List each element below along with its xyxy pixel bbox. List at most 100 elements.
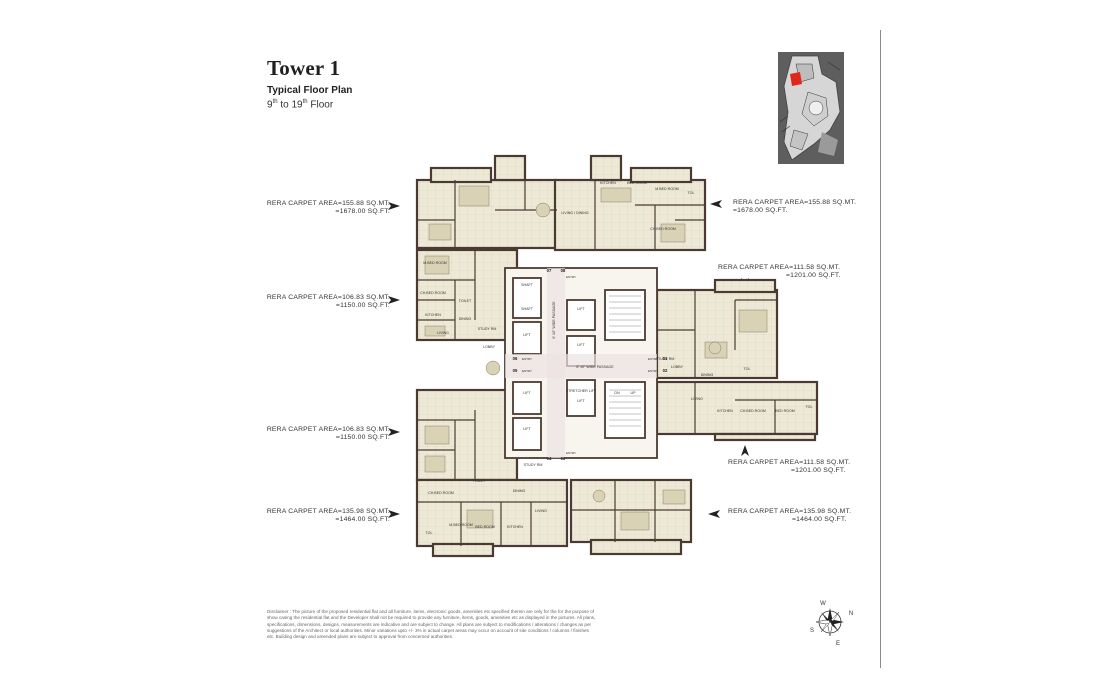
area-label-mid-right-top: RERA CARPET AREA=111.58 SQ.MT. =1201.00 … xyxy=(718,264,841,280)
area-label-bottom-right: RERA CARPET AREA=135.98 SQ.MT. =1464.00 … xyxy=(728,508,851,524)
compass-icon: W N S E xyxy=(810,601,853,647)
arrow-icon xyxy=(388,296,400,304)
unit-01 xyxy=(655,288,779,380)
area-sqft: =1678.00 SQ.FT. xyxy=(733,207,788,214)
stair-down: DN xyxy=(614,391,620,395)
room-lift: LIFT xyxy=(577,343,585,347)
room-child-bed: CH.BED ROOM xyxy=(428,491,454,495)
arrow-icon xyxy=(388,202,400,210)
room-master-bed: M.BED ROOM xyxy=(449,523,473,527)
unit-number-01: 01 xyxy=(663,356,668,361)
room-dining: DINING xyxy=(701,373,714,377)
divider-line xyxy=(880,30,881,668)
room-kitchen: KITCHEN xyxy=(507,525,523,529)
room-tol: TOL xyxy=(806,405,813,409)
area-sqft: =1201.00 SQ.FT. xyxy=(786,272,841,279)
room-tol: TOL xyxy=(426,531,433,535)
room-study: STUDY RM xyxy=(524,463,543,467)
passage-vertical-label: 6' 10" WIDE PASSAGE xyxy=(552,301,556,339)
room-living-dining: LIVING / DINING xyxy=(561,211,589,215)
unit-number-02: 02 xyxy=(663,368,668,373)
floor-to-number: 19 xyxy=(291,99,303,111)
arrow-icon xyxy=(388,510,400,518)
room-dining: DINING xyxy=(513,489,526,493)
room-lobby: LOBBY xyxy=(483,345,496,349)
room-kitchen: KITCHEN xyxy=(600,181,616,185)
passage-vertical xyxy=(547,268,565,458)
room-bed: BED ROOM xyxy=(775,409,795,413)
arrow-icon xyxy=(388,428,400,436)
room-lift: LIFT xyxy=(523,333,531,337)
room-bed: BED ROOM xyxy=(475,525,495,529)
area-label-mid-right-bottom: RERA CARPET AREA=111.58 SQ.MT. =1201.00 … xyxy=(728,459,850,475)
area-sqft: =1464.00 SQ.FT. xyxy=(792,516,847,523)
compass-north: N xyxy=(849,611,853,617)
area-sqmt: RERA CARPET AREA=155.88 SQ.MT. xyxy=(733,199,857,206)
room-child-bed: CH.BED ROOM xyxy=(650,227,676,231)
room-living: LIVING xyxy=(691,397,703,401)
room-master-bed: M.BED ROOM xyxy=(423,261,447,265)
entry-label: ENTRY xyxy=(648,369,658,373)
area-sqmt: RERA CARPET AREA=111.58 SQ.MT. xyxy=(728,459,851,466)
room-living: LIVING xyxy=(535,509,547,513)
floor-from-ordinal: th xyxy=(272,99,278,105)
entry-label: ENTRY xyxy=(522,369,532,373)
room-living: LIVING xyxy=(437,331,449,335)
unit-number-06: 06 xyxy=(513,356,518,361)
entry-label: ENTRY xyxy=(648,357,658,361)
unit-03 xyxy=(569,478,693,544)
unit-number-07: 07 xyxy=(547,268,552,273)
room-lift: LIFT xyxy=(523,391,531,395)
entry-label: ENTRY xyxy=(566,275,576,279)
unit-number-08: 08 xyxy=(561,268,566,273)
area-sqft: =1150.00 SQ.FT. xyxy=(335,302,390,309)
area-sqmt: RERA CARPET AREA=135.98 SQ.MT. xyxy=(266,508,390,515)
room-lobby: LOBBY xyxy=(671,365,684,369)
unit-number-03: 03 xyxy=(561,456,566,461)
plan-subtitle: Typical Floor Plan xyxy=(267,85,353,96)
disclaimer-text: Disclaimer : The picture of the proposed… xyxy=(267,609,596,640)
unit-02 xyxy=(655,380,819,436)
room-stretcher-lift: STRETCHER LIFT xyxy=(566,389,597,393)
arrow-icon xyxy=(710,200,722,208)
entry-label: ENTRY xyxy=(522,357,532,361)
room-kitchen: KITCHEN xyxy=(425,313,441,317)
room-toilet: TOILET xyxy=(473,479,486,483)
floor-range: 9th to 19th Floor xyxy=(267,99,333,110)
room-tol: TOL xyxy=(744,367,751,371)
room-study: STUDY RM xyxy=(656,357,675,361)
key-plan-map xyxy=(778,52,844,164)
floor-plan: KITCHEN BED ROOM M.BED ROOM TOL LIVING /… xyxy=(415,154,819,558)
area-sqmt: RERA CARPET AREA=106.83 SQ.MT. xyxy=(266,426,390,433)
room-lift: LIFT xyxy=(523,427,531,431)
compass-west: W xyxy=(820,601,826,607)
room-tol: TOL xyxy=(688,191,695,195)
unit-number-05: 05 xyxy=(513,368,518,373)
arrow-icon xyxy=(708,510,720,518)
room-shaft: SHAFT xyxy=(521,307,534,311)
room-kitchen: KITCHEN xyxy=(717,409,733,413)
area-label-mid-left-top: RERA CARPET AREA=106.83 SQ.MT. =1150.00 … xyxy=(250,294,390,310)
room-lift: LIFT xyxy=(577,307,585,311)
floor-from-number: 9 xyxy=(267,99,273,111)
area-sqmt: RERA CARPET AREA=111.58 SQ.MT. xyxy=(718,264,841,271)
area-sqft: =1464.00 SQ.FT. xyxy=(335,516,390,523)
floor-suffix: Floor xyxy=(307,99,334,111)
passage-horizontal xyxy=(505,354,657,378)
area-label-mid-left-bottom: RERA CARPET AREA=106.83 SQ.MT. =1150.00 … xyxy=(250,426,390,442)
stair-up: UP xyxy=(631,391,637,395)
room-toilet: TOILET xyxy=(459,299,472,303)
room-child-bed: CH.BED ROOM xyxy=(740,409,766,413)
room-study: STUDY RM xyxy=(478,327,497,331)
unit-number-04: 04 xyxy=(547,456,552,461)
page-title: Tower 1 xyxy=(267,56,341,80)
room-lift: LIFT xyxy=(577,399,585,403)
compass-south: S xyxy=(810,628,814,634)
room-master-bed: M.BED ROOM xyxy=(655,187,679,191)
floor-range-joiner: to xyxy=(277,99,292,111)
compass-east: E xyxy=(836,641,840,647)
room-child-bed: CH.BED ROOM xyxy=(420,291,446,295)
passage-horizontal-label: 6' 10" WIDE PASSAGE xyxy=(576,365,614,369)
area-sqft: =1150.00 SQ.FT. xyxy=(335,434,390,441)
floor-to-ordinal: th xyxy=(302,99,308,105)
